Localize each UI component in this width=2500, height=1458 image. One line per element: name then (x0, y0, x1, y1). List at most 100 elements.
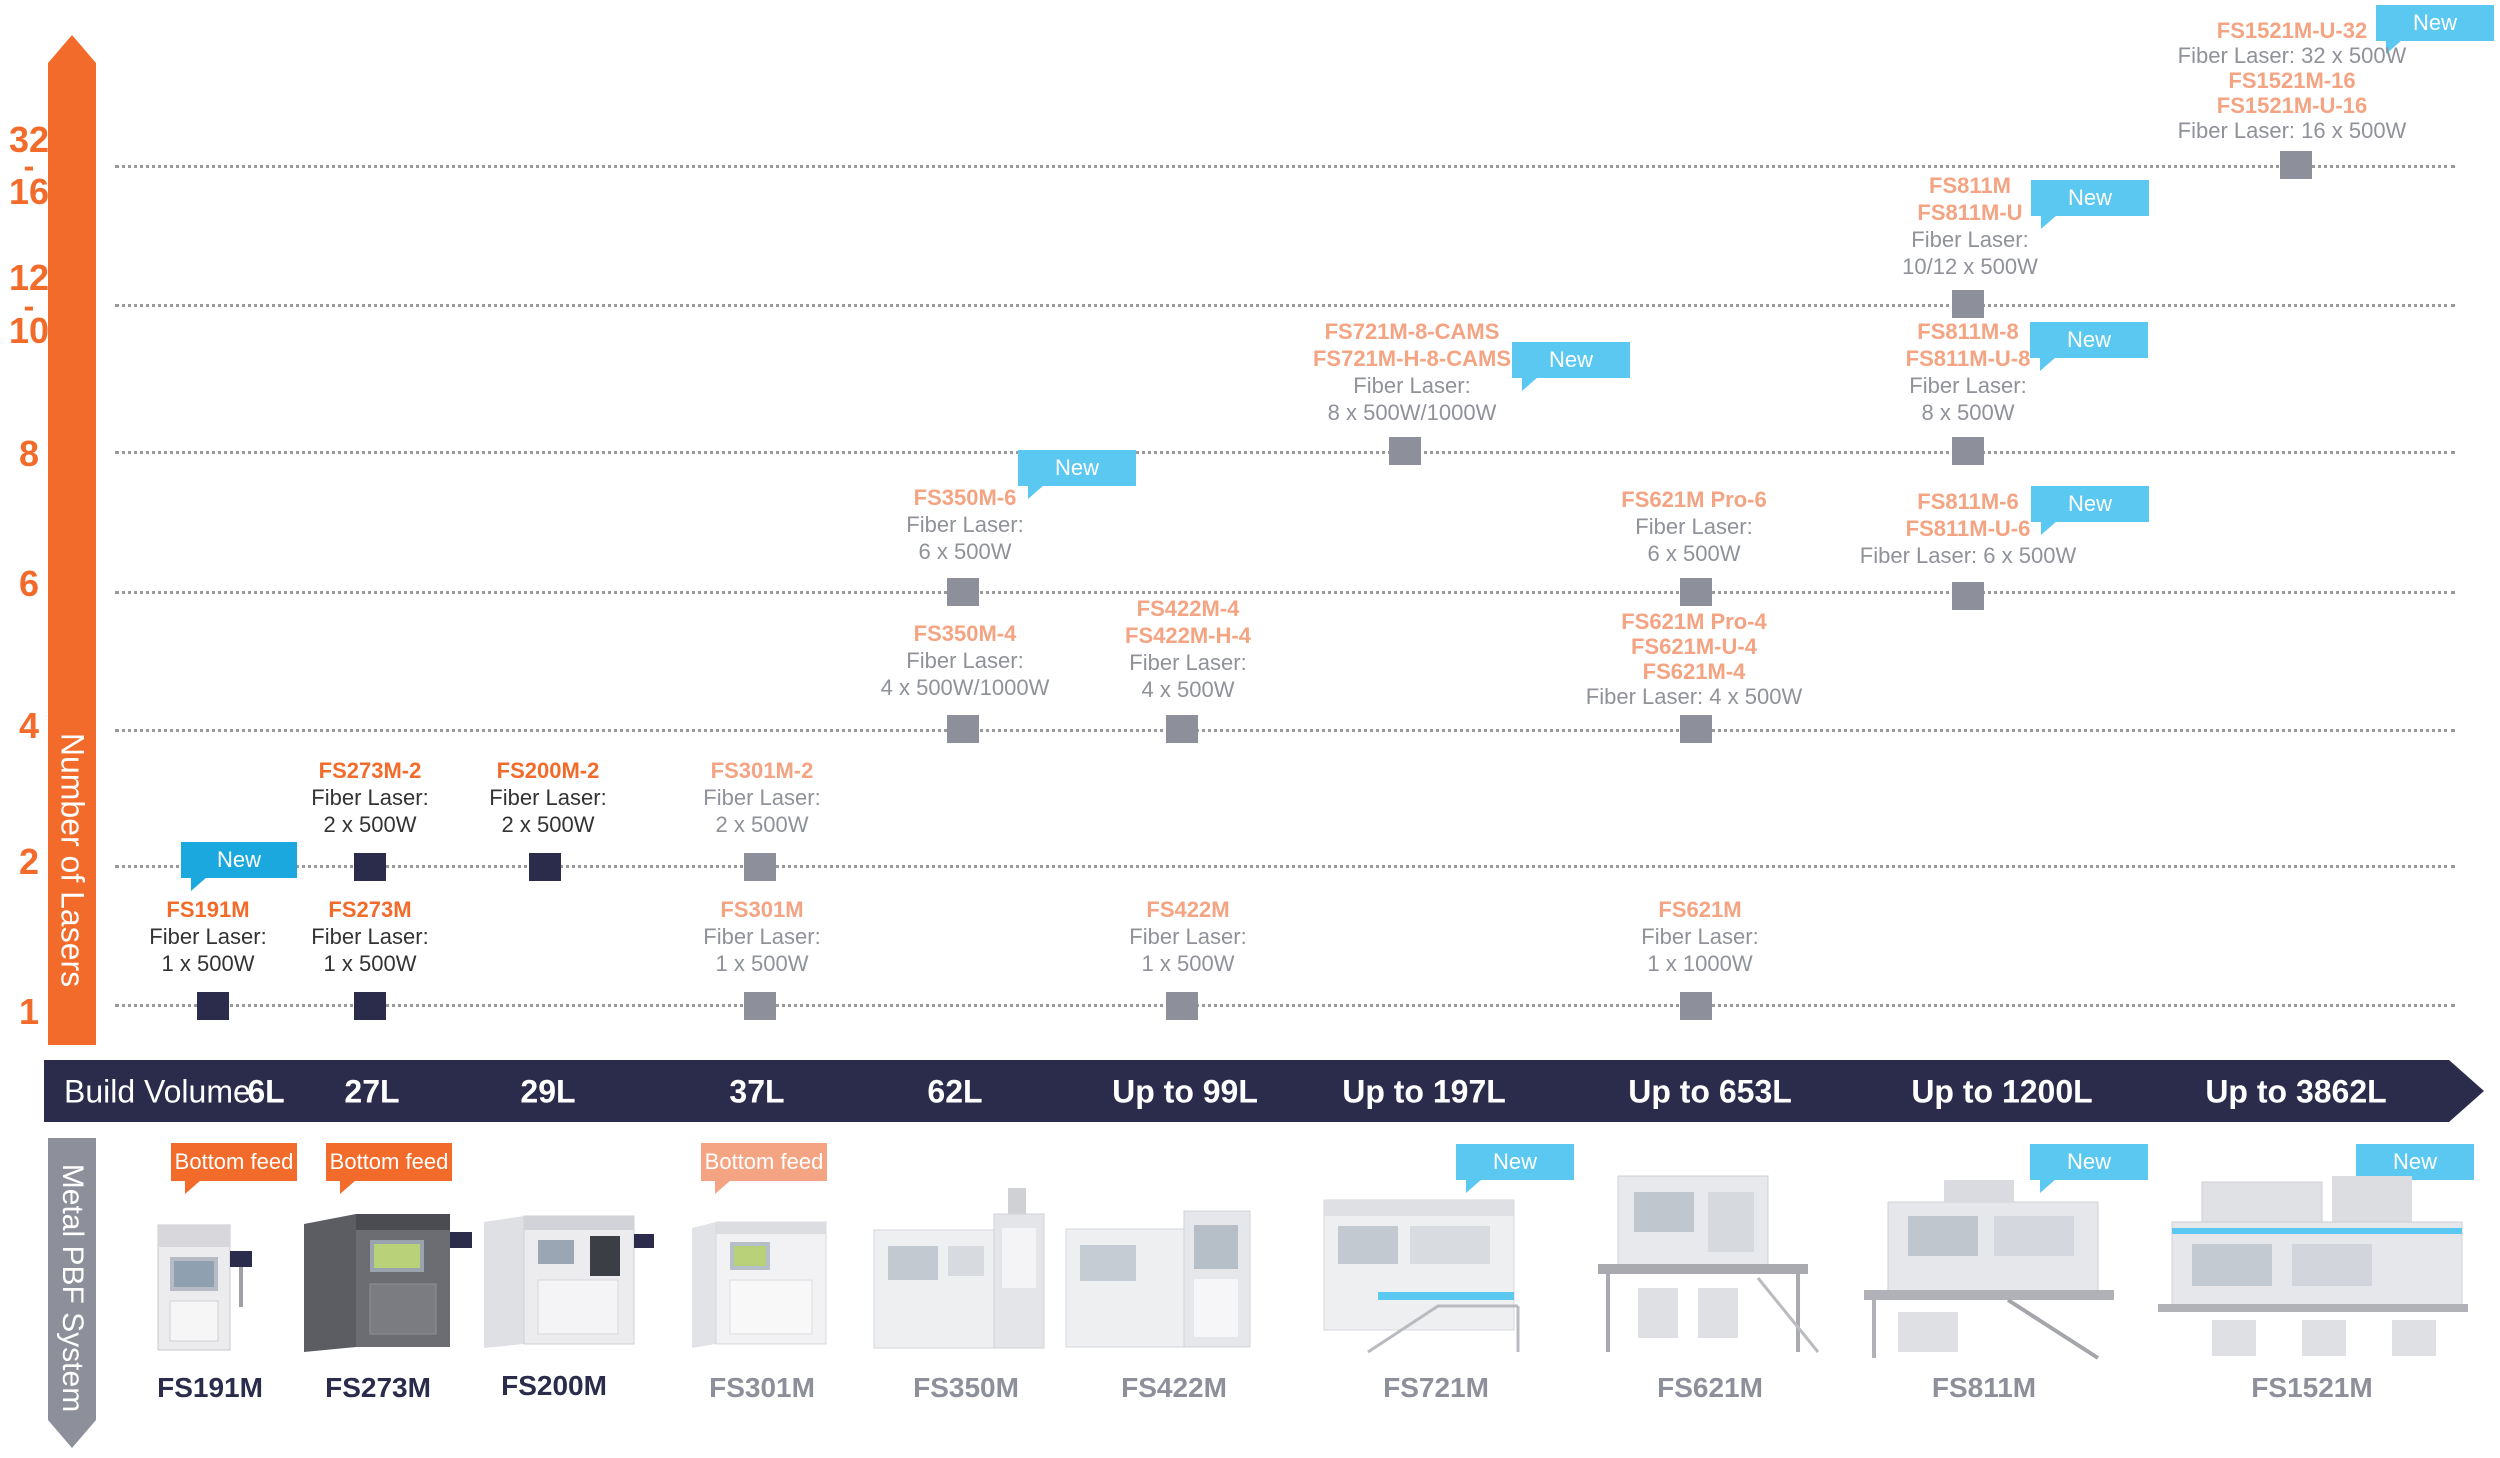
model-name: FS811M (1929, 173, 2011, 198)
label-fs811m6: FS811M-6 FS811M-U-6 Fiber Laser: 6 x 500… (1860, 488, 2076, 569)
marker-fs350m4 (947, 715, 979, 743)
machine-image-fs301m (686, 1216, 836, 1351)
label-fs621m: FS621M Fiber Laser: 1 x 1000W (1641, 896, 1758, 977)
marker-fs422m4 (1166, 715, 1198, 743)
bottom-feed-text: Bottom feed (329, 1149, 449, 1174)
model-name: FS811M-U (1917, 200, 2023, 225)
model-spec: Fiber Laser: 32 x 500W (2177, 43, 2407, 68)
new-badge-fs1521m-machine: New (2356, 1144, 2474, 1193)
model-name: FS301M (720, 897, 804, 922)
model-spec: Fiber Laser: (1129, 924, 1247, 949)
model-name: FS621M-4 (1642, 659, 1746, 684)
marker-fs273m2 (354, 853, 386, 881)
gridline-4 (115, 729, 2455, 732)
x-axis-arrow (44, 1060, 2484, 1122)
model-name: FS811M-U-8 (1905, 346, 2031, 371)
y-label-2: 2 (18, 841, 40, 882)
label-fs200m2: FS200M-2 Fiber Laser: 2 x 500W (489, 757, 606, 838)
x-label-653l: Up to 653L (1628, 1073, 1792, 1110)
model-spec: 10/12 x 500W (1902, 254, 2038, 279)
model-spec: 2 x 500W (501, 812, 595, 837)
label-fs301m2: FS301M-2 Fiber Laser: 2 x 500W (703, 757, 820, 838)
machine-name-fs350m: FS350M (913, 1372, 1019, 1403)
model-spec: Fiber Laser: (149, 924, 267, 949)
x-label-29l: 29L (520, 1073, 576, 1110)
model-name: FS811M-6 (1917, 489, 2019, 514)
x-axis-title: Build Volume (64, 1073, 251, 1110)
model-spec: 8 x 500W/1000W (1327, 400, 1497, 425)
bottom-feed-badge-fs273m: Bottom feed (326, 1143, 452, 1194)
gridline-8 (115, 451, 2455, 454)
marker-fs273m (354, 992, 386, 1020)
model-name: FS721M-H-8-CAMS (1312, 346, 1512, 371)
new-badge-text: New (2066, 1149, 2111, 1174)
label-fs721m8: FS721M-8-CAMS FS721M-H-8-CAMS Fiber Lase… (1313, 318, 1511, 426)
new-badge-fs191m: New (181, 842, 297, 891)
model-spec: Fiber Laser: (1129, 650, 1247, 675)
machine-name-fs811m: FS811M (1931, 1372, 2037, 1403)
model-spec: 1 x 500W (1141, 951, 1235, 976)
model-spec: 2 x 500W (323, 812, 417, 837)
model-spec: 1 x 1000W (1647, 951, 1753, 976)
bottom-feed-text: Bottom feed (704, 1149, 824, 1174)
machine-image-fs273m (296, 1212, 476, 1357)
model-name: FS721M-8-CAMS (1324, 319, 1500, 344)
model-name: FS621M-U-4 (1631, 634, 1757, 659)
pbf-axis-arrow (48, 1138, 96, 1448)
model-name: FS811M-8 (1917, 319, 2019, 344)
x-label-62l: 62L (927, 1073, 983, 1110)
marker-fs621m6 (1680, 578, 1712, 606)
label-fs621m4: FS621M Pro-4 FS621M-U-4 FS621M-4 Fiber L… (1586, 609, 1802, 709)
model-name: FS422M-4 (1136, 596, 1240, 621)
y-label-10: 10 (8, 310, 50, 351)
y-label-8: 8 (18, 433, 40, 474)
model-spec: Fiber Laser: (703, 785, 821, 810)
marker-fs191m (197, 992, 229, 1020)
model-name: FS1521M-U-32 (2216, 18, 2368, 43)
marker-fs621m4 (1680, 715, 1712, 743)
model-spec: Fiber Laser: (489, 785, 607, 810)
model-spec: 4 x 500W/1000W (880, 675, 1050, 700)
model-spec: Fiber Laser: 16 x 500W (2177, 118, 2407, 143)
x-label-197l: Up to 197L (1342, 1073, 1506, 1110)
label-fs1521m: FS1521M-U-32 Fiber Laser: 32 x 500W FS15… (2178, 18, 2407, 143)
new-badge-fs811m: New (2031, 180, 2149, 229)
machine-image-fs1521m (2152, 1172, 2477, 1362)
gridline-6 (115, 591, 2455, 594)
y-label-16: 16 (8, 171, 50, 212)
new-badge-fs811m6: New (2031, 486, 2149, 535)
model-name: FS191M (166, 897, 250, 922)
x-label-6l: 6L (247, 1073, 285, 1110)
label-fs301m: FS301M Fiber Laser: 1 x 500W (703, 896, 820, 977)
model-name: FS350M-4 (913, 621, 1017, 646)
model-name: FS422M (1146, 897, 1230, 922)
label-fs273m: FS273M Fiber Laser: 1 x 500W (311, 896, 428, 977)
y-label-6: 6 (18, 563, 40, 604)
model-name: FS273M-2 (318, 758, 422, 783)
label-fs811m: FS811M FS811M-U Fiber Laser: 10/12 x 500… (1902, 172, 2038, 280)
label-fs811m8: FS811M-8 FS811M-U-8 Fiber Laser: 8 x 500… (1906, 318, 2031, 426)
y-label-32: 32 (8, 119, 50, 160)
marker-fs200m2 (529, 853, 561, 881)
marker-fs1521m (2280, 151, 2312, 179)
new-badge-text: New (216, 847, 261, 872)
machine-image-fs350m (868, 1180, 1058, 1355)
new-badge-fs721m8: New (1512, 342, 1630, 391)
x-label-3862l: Up to 3862L (2205, 1073, 2387, 1110)
label-fs273m2: FS273M-2 Fiber Laser: 2 x 500W (311, 757, 428, 838)
model-spec: 8 x 500W (1921, 400, 2015, 425)
machine-image-fs422m (1060, 1203, 1260, 1353)
marker-fs721m8 (1389, 437, 1421, 465)
bottom-feed-badge-fs191m: Bottom feed (171, 1143, 297, 1194)
label-fs621m6: FS621M Pro-6 Fiber Laser: 6 x 500W (1621, 486, 1767, 567)
machine-name-fs200m: FS200M (501, 1370, 607, 1401)
new-badge-text: New (2067, 185, 2112, 210)
bottom-feed-text: Bottom feed (174, 1149, 294, 1174)
y-label-1: 1 (18, 991, 40, 1032)
model-name: FS621M (1658, 897, 1742, 922)
y-label-dash-b: - (23, 288, 35, 324)
model-name: FS621M Pro-4 (1621, 609, 1767, 634)
machine-image-fs721m (1318, 1186, 1533, 1356)
new-badge-text: New (1548, 347, 1593, 372)
new-badge-text: New (2066, 327, 2111, 352)
